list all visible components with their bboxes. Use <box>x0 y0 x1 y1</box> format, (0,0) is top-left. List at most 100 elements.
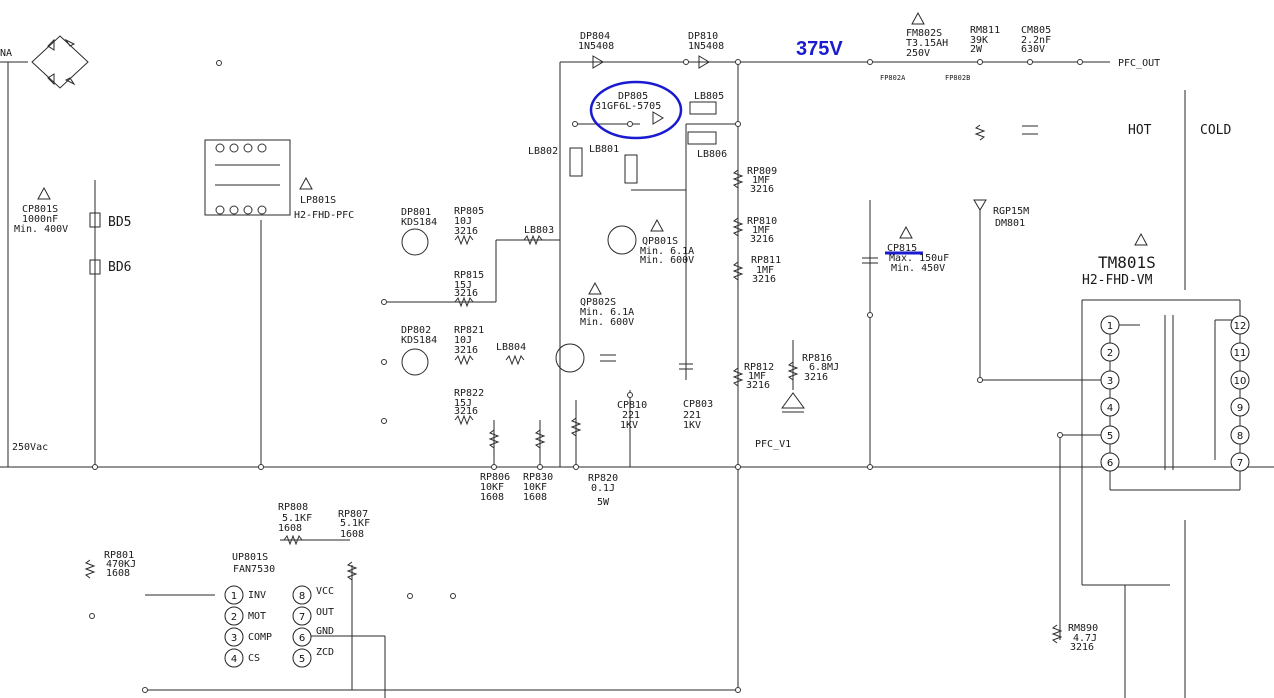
label-dp802-part: KDS184 <box>401 335 437 346</box>
label-rp805-val: 10J <box>454 216 472 227</box>
label-cm805-voltage: 630V <box>1021 44 1045 55</box>
label-rp821: RP821 <box>454 325 484 336</box>
label-up801s: UP801S <box>232 552 268 563</box>
label-bd5: BD5 <box>108 215 131 230</box>
ic-pin-label: ZCD <box>316 647 334 658</box>
tm-pin: 11 <box>1234 348 1247 359</box>
label-rp815-val: 15J <box>454 280 472 291</box>
tm-pin: 4 <box>1107 403 1113 414</box>
label-qp801s-voltage: Min. 600V <box>640 255 694 266</box>
label-fm802s: FM802S <box>906 28 942 39</box>
label-cp815-voltage: Min. 450V <box>891 263 945 274</box>
label-rp820-val: 0.1J <box>591 483 615 494</box>
label-dp804-part: 1N5408 <box>578 41 614 52</box>
label-rp808: RP808 <box>278 502 308 513</box>
tm-pin: 1 <box>1107 321 1113 332</box>
label-dp802: DP802 <box>401 325 431 336</box>
lp801s-inductor <box>204 139 291 216</box>
label-tm801s: TM801S <box>1098 253 1156 272</box>
label-rp806: RP806 <box>480 472 510 483</box>
ic-pin-label: CS <box>248 653 260 664</box>
label-rm890-val: 4.7J <box>1073 633 1097 644</box>
label-rp816-val: 6.8MJ <box>809 362 839 373</box>
ic-pin-number: 2 <box>231 612 237 623</box>
tm-pin: 10 <box>1234 376 1247 387</box>
tm801s-transformer <box>1110 315 1238 470</box>
label-cp810-val: 221 <box>622 410 640 421</box>
label-rp812-pkg: 3216 <box>746 380 770 391</box>
label-vac: 250Vac <box>12 442 48 453</box>
label-rp809-pkg: 3216 <box>750 184 774 195</box>
label-qp801s-current: Min. 6.1A <box>640 246 694 257</box>
label-rp806-pkg: 1608 <box>480 492 504 503</box>
warning-triangle-icon <box>911 11 925 25</box>
label-dm801: DM801 <box>995 218 1025 229</box>
label-fm802s-rating: T3.15AH <box>906 38 948 49</box>
label-cm805: CM805 <box>1021 25 1051 36</box>
label-rp805: RP805 <box>454 206 484 217</box>
label-rm811-power: 2W <box>970 44 983 55</box>
label-cp801s-rating: Min. 400V <box>14 224 68 235</box>
label-dp801-part: KDS184 <box>401 217 437 228</box>
tm-pin: 7 <box>1237 458 1243 469</box>
label-dp810-part: 1N5408 <box>688 41 724 52</box>
label-rp809: RP809 <box>747 166 777 177</box>
label-up801s-part: FAN7530 <box>233 564 275 575</box>
label-cm805-val: 2.2nF <box>1021 35 1051 46</box>
label-rp811-pkg: 3216 <box>752 274 776 285</box>
label-lb803: LB803 <box>524 225 554 236</box>
label-rp811-val: 1MF <box>756 265 774 276</box>
capacitors <box>569 101 1038 370</box>
label-cp803: CP803 <box>683 399 713 410</box>
label-rp820-power: 5W <box>597 497 610 508</box>
label-rp805-pkg: 3216 <box>454 226 478 237</box>
label-qp801s: QP801S <box>642 236 678 247</box>
label-rp808-val: 5.1KF <box>282 513 312 524</box>
warning-triangle-icon <box>650 218 664 232</box>
label-na: NA <box>0 48 12 59</box>
label-dp804: DP804 <box>580 31 610 42</box>
semiconductors <box>401 55 987 413</box>
label-hot: HOT <box>1128 123 1152 138</box>
label-rm890-pkg: 3216 <box>1070 642 1094 653</box>
label-cp810-rating: 1KV <box>620 420 638 431</box>
label-rp801: RP801 <box>104 550 134 561</box>
label-tm801s-part: H2-FHD-VM <box>1082 273 1153 288</box>
label-rp812: RP812 <box>744 362 774 373</box>
dp805-highlight-circle <box>589 80 683 140</box>
label-rp801-val: 470KJ <box>106 559 136 570</box>
label-lb804: LB804 <box>496 342 526 353</box>
label-cp801s-val: 1000nF <box>22 214 58 225</box>
label-cp810: CP810 <box>617 400 647 411</box>
warning-triangle-icon <box>899 225 913 239</box>
label-rm890: RM890 <box>1068 623 1098 634</box>
label-cp803-rating: 1KV <box>683 420 701 431</box>
labels: NA 250Vac BD5 BD6 CP801S 1000nF Min. 400… <box>0 25 1231 653</box>
label-dp810: DP810 <box>688 31 718 42</box>
label-rp807: RP807 <box>338 509 368 520</box>
label-lb806: LB806 <box>697 149 727 160</box>
highlight-annotations <box>589 80 923 255</box>
tm-pin: 6 <box>1107 458 1113 469</box>
label-rp816: RP816 <box>802 353 832 364</box>
ic-pin-number: 4 <box>231 654 237 665</box>
tm-pin: 5 <box>1107 431 1113 442</box>
label-rp811: RP811 <box>751 255 781 266</box>
bd-components <box>89 212 101 275</box>
label-fp802b: FP802B <box>945 74 970 82</box>
label-dp805: DP805 <box>618 91 648 102</box>
ic-pin-number: 3 <box>231 633 237 644</box>
label-rm811: RM811 <box>970 25 1000 36</box>
test-points <box>89 59 1083 693</box>
ic-pin-number: 5 <box>299 654 305 665</box>
label-lb801: LB801 <box>589 144 619 155</box>
ic-pin-number: 1 <box>231 591 237 602</box>
label-rp830-val: 10KF <box>523 482 547 493</box>
resistors <box>84 124 1063 644</box>
label-rp822: RP822 <box>454 388 484 399</box>
label-rp815-pkg: 3216 <box>454 288 478 299</box>
warning-triangle-icon <box>37 186 51 200</box>
warning-triangle-icon <box>1134 232 1148 246</box>
ic-pin-label: GND <box>316 626 334 637</box>
label-rp810-pkg: 3216 <box>750 234 774 245</box>
